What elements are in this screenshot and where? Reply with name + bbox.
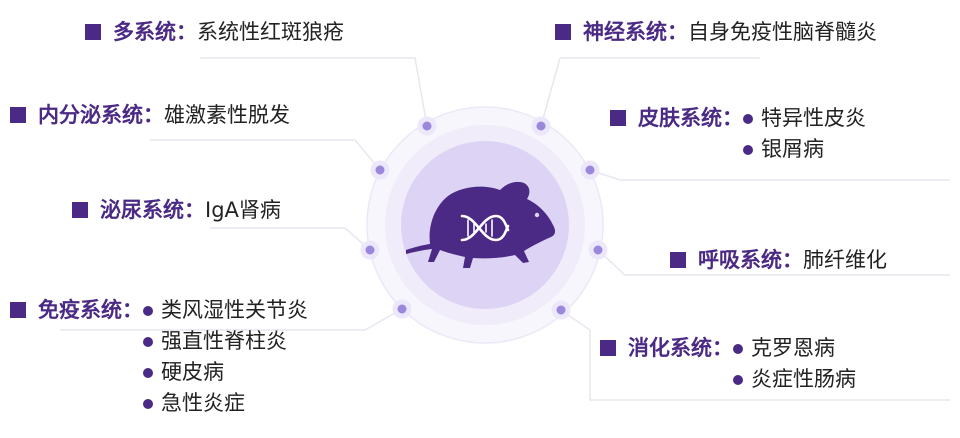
disease-item: 强直性脊柱炎 bbox=[143, 326, 308, 357]
disease-item: 克罗恩病 bbox=[733, 333, 856, 364]
bullet-square-icon bbox=[600, 340, 616, 356]
bullet-dot-icon bbox=[143, 305, 153, 316]
node-duoxitong bbox=[417, 116, 437, 136]
system-row: 多系统： 系统性红斑狼疮 bbox=[85, 18, 344, 46]
connector-line-xiaohua bbox=[560, 309, 950, 401]
system-row: 皮肤系统： 特异性皮炎 银屑病 bbox=[610, 104, 866, 165]
system-group-huxi: 呼吸系统： 肺纤维化 bbox=[670, 246, 887, 274]
node-neifenmi bbox=[370, 160, 390, 180]
bullet-square-icon bbox=[85, 24, 101, 40]
system-group-pifu: 皮肤系统： 特异性皮炎 银屑病 bbox=[610, 104, 866, 165]
bullet-square-icon bbox=[10, 107, 26, 123]
disease-item: 急性炎症 bbox=[143, 388, 308, 419]
system-group-mianyi: 免疫系统： 类风湿性关节炎 强直性脊柱炎 硬皮病 急性炎症 bbox=[10, 296, 308, 419]
connector-lines bbox=[60, 57, 950, 401]
disease-text: 炎症性肠病 bbox=[751, 367, 856, 391]
node-xiaohua bbox=[551, 300, 571, 320]
system-label: 内分泌系统： bbox=[38, 103, 164, 127]
system-row: 泌尿系统： IgA肾病 bbox=[72, 196, 281, 224]
connector-line-mianyi bbox=[60, 308, 403, 331]
system-group-neifenmi: 内分泌系统： 雄激素性脱发 bbox=[10, 101, 290, 129]
connector-line-duoxitong bbox=[200, 57, 428, 127]
node-miniao bbox=[360, 240, 380, 260]
system-group-xiaohua: 消化系统： 克罗恩病 炎症性肠病 bbox=[600, 334, 856, 395]
disease-text: 银屑病 bbox=[761, 137, 824, 161]
connector-line-pifu bbox=[589, 169, 950, 181]
connector-line-miniao bbox=[210, 227, 371, 251]
disease-item: 炎症性肠病 bbox=[733, 364, 856, 395]
bullet-square-icon bbox=[555, 24, 571, 40]
dna-icon bbox=[460, 214, 510, 242]
bullet-square-icon bbox=[10, 302, 26, 318]
disease-item: 肺纤维化 bbox=[803, 248, 887, 272]
disease-item: 系统性红斑狼疮 bbox=[197, 20, 344, 44]
disease-item: IgA肾病 bbox=[205, 198, 281, 222]
disease-text: 强直性脊柱炎 bbox=[161, 329, 287, 353]
bullet-dot-icon bbox=[743, 113, 753, 124]
system-label: 神经系统： bbox=[583, 20, 688, 44]
bullet-square-icon bbox=[670, 252, 686, 268]
node-huxi bbox=[588, 240, 608, 260]
bullet-dot-icon bbox=[733, 343, 743, 354]
bullet-dot-icon bbox=[143, 398, 153, 409]
disease-text: 硬皮病 bbox=[161, 360, 224, 384]
mouse-eye bbox=[534, 212, 540, 218]
bullet-dot-icon bbox=[743, 144, 753, 155]
system-group-shenjing: 神经系统： 自身免疫性脑脊髓炎 bbox=[555, 18, 877, 46]
disease-item: 雄激素性脱发 bbox=[164, 103, 290, 127]
bullet-dot-icon bbox=[143, 367, 153, 378]
connector-line-huxi bbox=[597, 249, 950, 276]
mouse-with-dna-icon bbox=[406, 181, 556, 268]
disease-list: 类风湿性关节炎 强直性脊柱炎 硬皮病 急性炎症 bbox=[143, 295, 308, 419]
system-row: 免疫系统： 类风湿性关节炎 强直性脊柱炎 硬皮病 急性炎症 bbox=[10, 296, 308, 419]
system-row: 消化系统： 克罗恩病 炎症性肠病 bbox=[600, 334, 856, 395]
disease-text: 克罗恩病 bbox=[751, 336, 835, 360]
system-row: 呼吸系统： 肺纤维化 bbox=[670, 246, 887, 274]
disease-text: 急性炎症 bbox=[161, 391, 245, 415]
connector-line-neifenmi bbox=[150, 139, 381, 171]
system-label: 泌尿系统： bbox=[100, 198, 205, 222]
node-mianyi bbox=[392, 299, 412, 319]
disease-list: 特异性皮炎 银屑病 bbox=[743, 103, 866, 165]
system-row: 神经系统： 自身免疫性脑脊髓炎 bbox=[555, 18, 877, 46]
disease-list: 克罗恩病 炎症性肠病 bbox=[733, 333, 856, 395]
connector-line-shenjing bbox=[540, 57, 760, 127]
hub-nodes bbox=[360, 116, 608, 320]
bullet-dot-icon bbox=[143, 336, 153, 347]
system-row: 内分泌系统： 雄激素性脱发 bbox=[10, 101, 290, 129]
disease-item: 类风湿性关节炎 bbox=[143, 295, 308, 326]
disease-text: 特异性皮炎 bbox=[761, 106, 866, 130]
system-label: 消化系统： bbox=[628, 336, 733, 360]
disease-item: 自身免疫性脑脊髓炎 bbox=[688, 20, 877, 44]
system-label: 皮肤系统： bbox=[638, 106, 743, 130]
system-label: 多系统： bbox=[113, 20, 197, 44]
bullet-square-icon bbox=[72, 202, 88, 218]
node-shenjing bbox=[531, 116, 551, 136]
system-label: 呼吸系统： bbox=[698, 248, 803, 272]
bullet-square-icon bbox=[610, 110, 626, 126]
node-pifu bbox=[580, 160, 600, 180]
system-label: 免疫系统： bbox=[38, 298, 143, 322]
bullet-dot-icon bbox=[733, 374, 743, 385]
system-group-duoxitong: 多系统： 系统性红斑狼疮 bbox=[85, 18, 344, 46]
system-group-miniao: 泌尿系统： IgA肾病 bbox=[72, 196, 281, 224]
disease-item: 特异性皮炎 bbox=[743, 103, 866, 134]
disease-text: 类风湿性关节炎 bbox=[161, 298, 308, 322]
disease-item: 硬皮病 bbox=[143, 357, 308, 388]
disease-item: 银屑病 bbox=[743, 134, 866, 165]
